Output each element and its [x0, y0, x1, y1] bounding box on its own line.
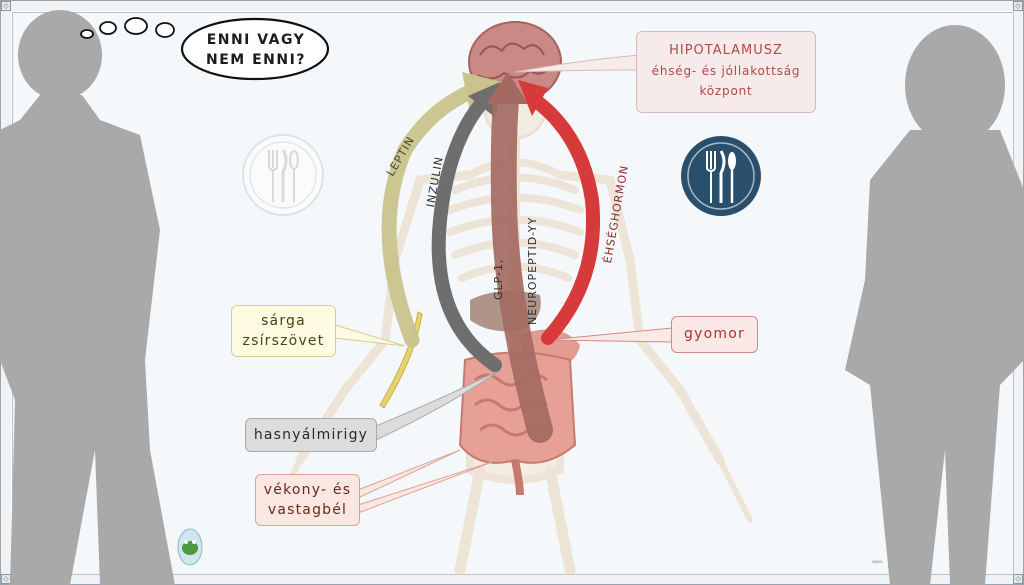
fat-tissue-line-2: zsírszövet — [242, 333, 325, 349]
logo-icon — [177, 528, 203, 566]
hypothalamus-callout: HIPOTALAMUSZ éhség- és jóllakottság közp… — [636, 31, 816, 113]
hypothalamus-subtitle-2: központ — [699, 84, 753, 98]
glp-pyy-arrow — [486, 72, 553, 443]
frame-top-edge — [11, 1, 1015, 11]
ghrelin-arrow — [518, 80, 601, 345]
intestines-line-1: vékony- és — [263, 482, 352, 498]
pyy-label: NEUROPEPTID-YY — [526, 216, 539, 325]
intestines-line-2: vastagbél — [267, 502, 348, 518]
pancreas-callout: hasnyálmirigy — [245, 418, 377, 452]
male-silhouette — [0, 10, 175, 585]
frame-bottom-edge — [11, 574, 1015, 584]
signature: ᴬᴷᴮᴼ — [872, 560, 883, 567]
frame-corner-top-right: ◇ — [1013, 1, 1023, 11]
frame-corner-top-left: ◇ — [1, 1, 11, 11]
thought-bubble-text: ENNI VAGY NEM ENNI? — [190, 30, 322, 70]
fat-tissue-callout: sárga zsírszövet — [231, 305, 336, 357]
glp1-label: GLP-1, — [492, 258, 505, 300]
pancreas-pointer — [375, 369, 501, 441]
insulin-arrow — [431, 82, 502, 372]
fat-pointer — [334, 324, 406, 347]
hypothalamus-title: HIPOTALAMUSZ — [669, 43, 783, 58]
plate-filled-icon — [681, 136, 761, 216]
stomach-callout: gyomor — [671, 316, 758, 353]
thought-line-2: NEM ENNI? — [206, 52, 306, 68]
fat-tissue-line-1: sárga — [261, 313, 306, 329]
frame-corner-bottom-right: ◇ — [1013, 574, 1023, 584]
thought-line-1: ENNI VAGY — [206, 32, 306, 48]
hypothalamus-subtitle: éhség- és jóllakottság — [651, 64, 801, 78]
female-silhouette — [845, 25, 1024, 585]
thought-bubble — [80, 17, 330, 81]
intestines-callout: vékony- és vastagbél — [255, 474, 360, 526]
plate-outline-icon — [242, 134, 324, 216]
